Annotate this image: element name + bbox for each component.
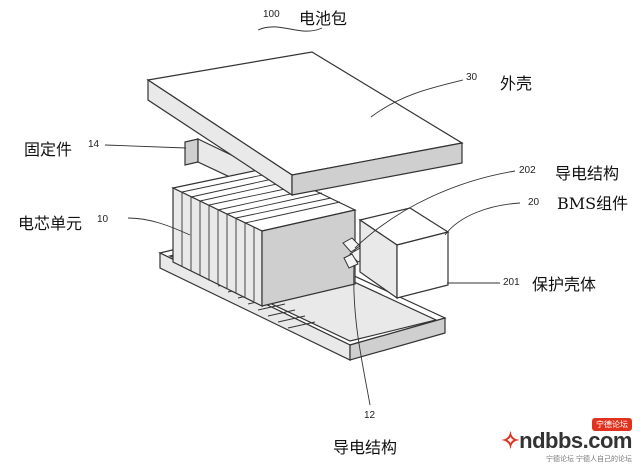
- watermark-sub: 宁德论坛 宁德人自己的论坛: [546, 456, 632, 463]
- label-cell-unit: 电芯单元: [18, 214, 83, 233]
- label-bms-assembly: BMS组件: [557, 194, 629, 213]
- site-watermark: 宁德论坛 ✧ndbbs.com 宁德论坛 宁德人自己的论坛: [501, 418, 632, 464]
- label-conductive-structure-bottom: 导电结构: [333, 438, 398, 457]
- watermark-badge: 宁德论坛: [592, 418, 632, 431]
- ref-10: 10: [97, 214, 109, 225]
- ref-100: 100: [263, 9, 280, 20]
- bms-assembly: [358, 207, 450, 300]
- ref-14: 14: [88, 139, 100, 150]
- label-protective-shell: 保护壳体: [532, 275, 597, 294]
- watermark-site: ✧ndbbs.com: [501, 428, 632, 453]
- ref-30: 30: [466, 72, 478, 83]
- housing: [146, 51, 464, 197]
- label-fixing-member: 固定件: [24, 140, 73, 159]
- ref-201: 201: [503, 277, 520, 288]
- cell-unit: [171, 167, 357, 307]
- ref-202: 202: [519, 165, 536, 176]
- leader-lines: [104, 26, 521, 406]
- label-battery-pack: 电池包: [299, 9, 348, 28]
- label-housing: 外壳: [500, 74, 533, 93]
- ref-20: 20: [528, 197, 540, 208]
- ref-12: 12: [364, 410, 376, 421]
- label-conductive-structure-top: 导电结构: [555, 164, 620, 183]
